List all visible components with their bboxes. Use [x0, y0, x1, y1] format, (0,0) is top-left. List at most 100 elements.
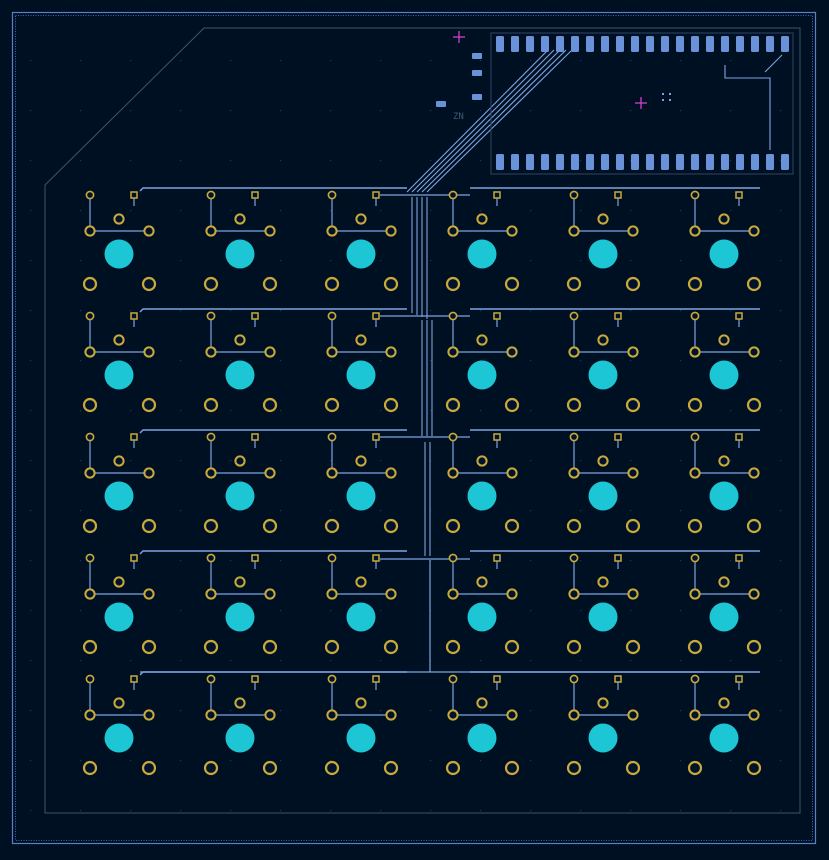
switch-pad: [234, 213, 246, 225]
grid-dot: [580, 110, 582, 112]
key-switch: [445, 311, 520, 413]
grid-dot: [780, 310, 782, 312]
grid-dot: [180, 460, 182, 462]
switch-pad: [718, 576, 730, 588]
switch-pad: [568, 588, 580, 600]
mcu-test-pad: [662, 93, 664, 95]
mcu-pin-top: [646, 36, 654, 52]
switch-pad: [718, 213, 730, 225]
mount-pad: [203, 760, 219, 776]
grid-dot: [80, 360, 82, 362]
grid-dot: [230, 110, 232, 112]
mount-pad: [504, 276, 520, 292]
switch-center-hole: [588, 723, 618, 753]
grid-dot: [430, 60, 432, 62]
mcu-pin-bottom: [616, 154, 624, 170]
grid-dot: [230, 160, 232, 162]
key-switch: [687, 432, 762, 534]
grid-dot: [730, 660, 732, 662]
grid-dot: [430, 810, 432, 812]
switch-center-hole: [588, 481, 618, 511]
grid-dot: [680, 360, 682, 362]
grid-dot: [480, 710, 482, 712]
grid-dot: [80, 710, 82, 712]
diode-pad-square: [130, 433, 138, 441]
grid-dot: [680, 210, 682, 212]
grid-dot: [480, 760, 482, 762]
diode-pad-square: [735, 554, 743, 562]
diode-pad: [690, 553, 700, 563]
grid-dot: [330, 760, 332, 762]
switch-pad: [326, 709, 338, 721]
switch-pad: [355, 697, 367, 709]
grid-dot: [780, 260, 782, 262]
grid-dot: [680, 660, 682, 662]
key-switch: [82, 190, 157, 292]
grid-dot: [330, 610, 332, 612]
switch-center-hole: [346, 239, 376, 269]
mount-pad: [383, 397, 399, 413]
grid-dot: [30, 510, 32, 512]
switch-pad: [476, 697, 488, 709]
grid-dot: [630, 460, 632, 462]
switch-pad: [234, 455, 246, 467]
diode-pad-square: [130, 312, 138, 320]
grid-dot: [30, 610, 32, 612]
mount-pad: [262, 276, 278, 292]
grid-dot: [480, 510, 482, 512]
mount-pad: [262, 518, 278, 534]
switch-pad: [627, 709, 639, 721]
grid-dot: [730, 360, 732, 362]
grid-dot: [430, 410, 432, 412]
mcu-pin-bottom: [721, 154, 729, 170]
diode-pad: [206, 432, 216, 442]
grid-dot: [730, 210, 732, 212]
grid-dot: [680, 460, 682, 462]
board-edge-hatch: [15, 15, 813, 841]
key-switch: [82, 674, 157, 776]
grid-dot: [80, 560, 82, 562]
grid-dot: [630, 510, 632, 512]
grid-dot: [280, 160, 282, 162]
grid-dot: [380, 510, 382, 512]
grid-dot: [30, 460, 32, 462]
grid-dot: [380, 260, 382, 262]
grid-dot: [130, 710, 132, 712]
grid-dot: [80, 110, 82, 112]
mount-pad: [445, 760, 461, 776]
grid-dot: [630, 310, 632, 312]
diode-pad-square: [493, 191, 501, 199]
grid-dot: [130, 660, 132, 662]
switch-pad: [264, 346, 276, 358]
small-components: [436, 53, 482, 107]
microcontroller-footprint[interactable]: [490, 32, 794, 175]
switch-pad: [326, 588, 338, 600]
switch-pad: [447, 467, 459, 479]
mount-pad: [566, 276, 582, 292]
key-switch: [687, 553, 762, 655]
board-outline: [44, 27, 801, 814]
switch-pad: [447, 225, 459, 237]
grid-dot: [530, 310, 532, 312]
grid-dot: [130, 160, 132, 162]
mount-pad: [687, 397, 703, 413]
grid-dot: [680, 110, 682, 112]
mcu-pin-top: [511, 36, 519, 52]
mount-pad: [82, 397, 98, 413]
key-switch: [324, 311, 399, 413]
mount-pad: [82, 276, 98, 292]
grid-dot: [230, 310, 232, 312]
grid-dot: [30, 810, 32, 812]
key-switch: [324, 432, 399, 534]
diode-pad-square: [493, 675, 501, 683]
grid-dot: [180, 610, 182, 612]
grid-dot: [630, 610, 632, 612]
mcu-pin-bottom: [601, 154, 609, 170]
switch-center-hole: [709, 239, 739, 269]
key-switch: [324, 190, 399, 292]
diode-pad: [569, 190, 579, 200]
grid-dot: [430, 260, 432, 262]
grid-dot: [80, 310, 82, 312]
mcu-pin-top: [616, 36, 624, 52]
